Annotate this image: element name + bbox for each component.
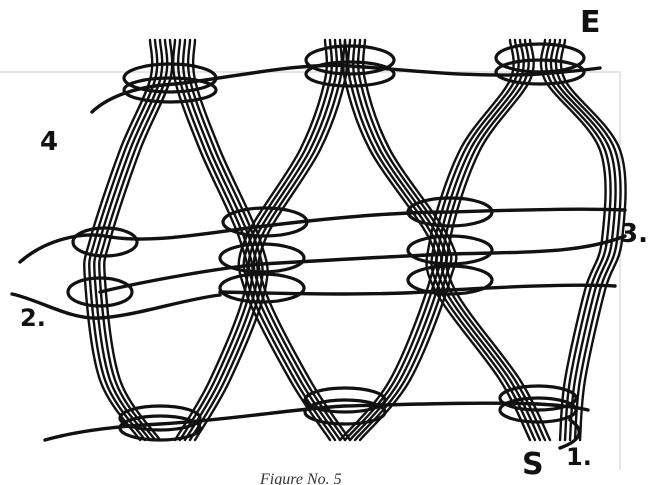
label-1: 1. bbox=[566, 443, 592, 471]
label-S: S bbox=[522, 447, 544, 482]
label-E: E bbox=[580, 5, 601, 40]
label-2: 2. bbox=[20, 304, 46, 332]
label-3: 3. bbox=[620, 219, 648, 249]
label-4: 4 bbox=[40, 127, 58, 157]
figure-caption: Figure No. 5 bbox=[259, 471, 342, 485]
